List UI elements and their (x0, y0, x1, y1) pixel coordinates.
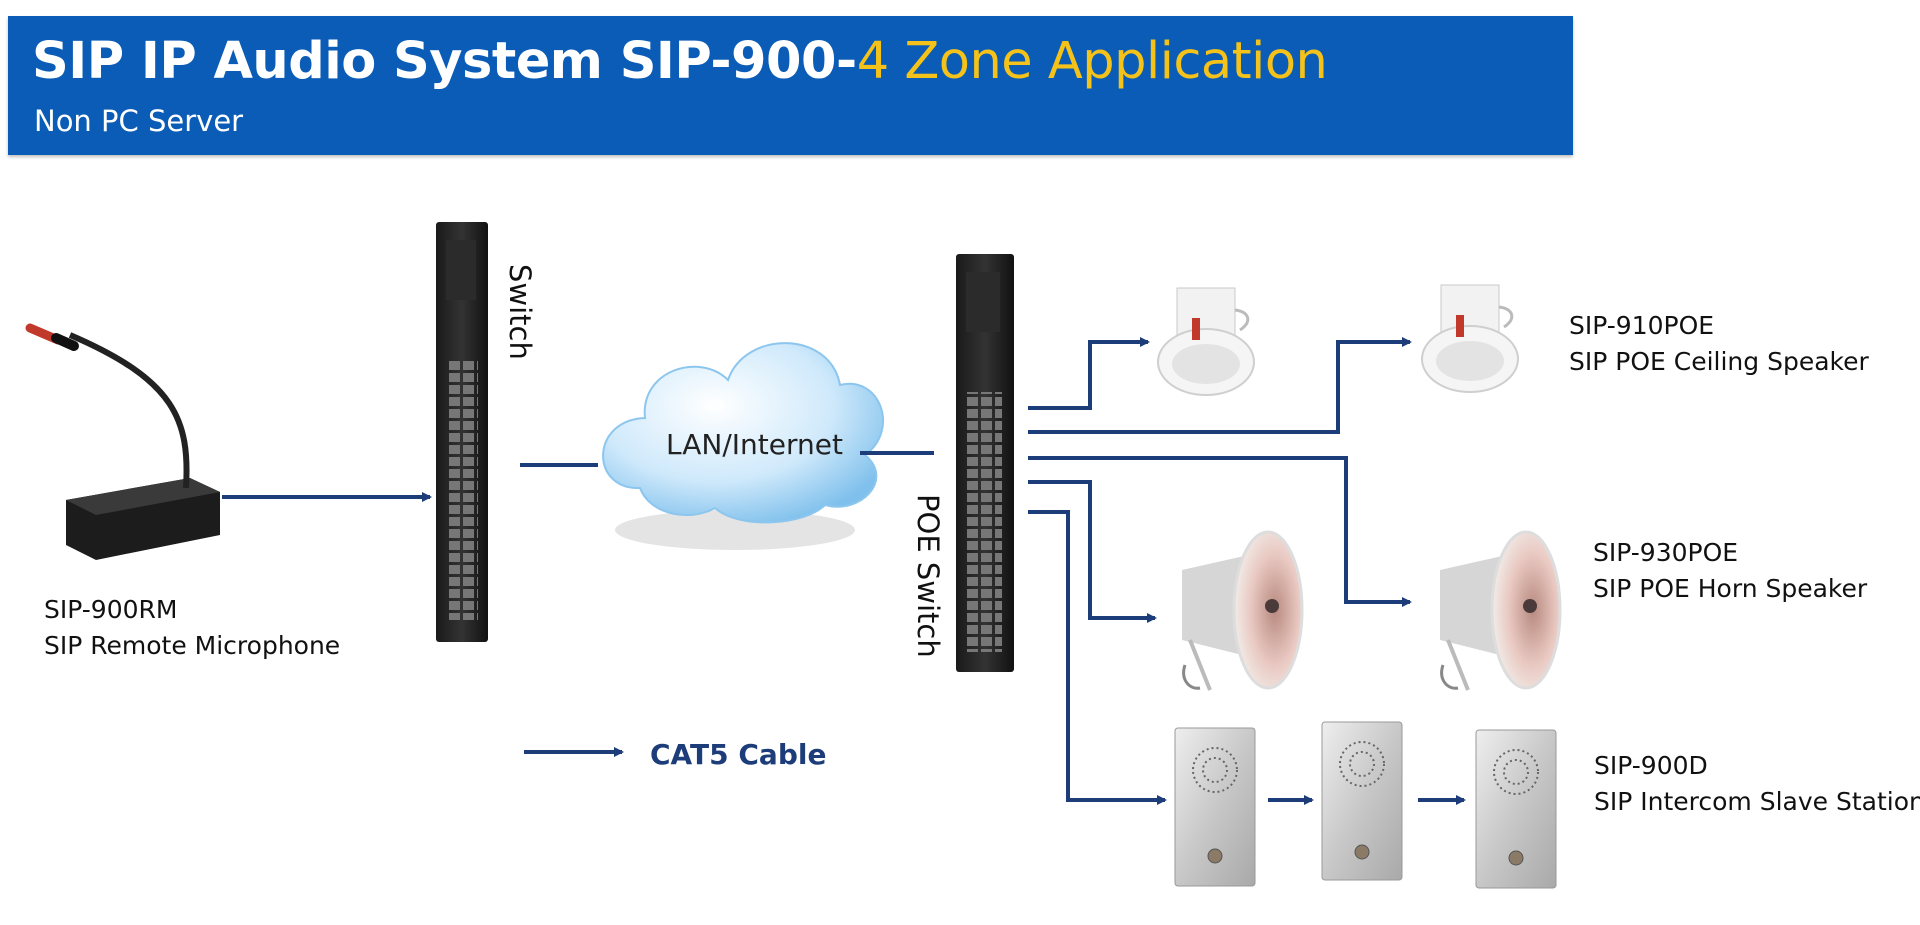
intercom-label: SIP-900D SIP Intercom Slave Station (1594, 748, 1920, 820)
ceiling-speaker-icon (1421, 284, 1519, 393)
intercom-model: SIP-900D (1594, 751, 1708, 780)
network-switch-icon (436, 222, 488, 642)
page-title: SIP IP Audio System SIP-900-4 Zone Appli… (32, 32, 1328, 91)
horn-speaker-icon (1440, 530, 1562, 691)
switch-label: Switch (503, 264, 537, 360)
poe-switch-icon (956, 254, 1014, 672)
intercom-station-icon (1174, 727, 1256, 887)
mic-desc: SIP Remote Microphone (44, 631, 341, 660)
page-subtitle: Non PC Server (34, 104, 244, 138)
intercom-station-icon (1321, 721, 1403, 881)
poe-switch-label: POE Switch (911, 494, 945, 658)
mic-label: SIP-900RM SIP Remote Microphone (44, 592, 340, 664)
lan-internet-cloud-icon (602, 342, 884, 550)
title-highlight: 4 Zone Application (856, 32, 1328, 91)
ceiling-model: SIP-910POE (1569, 311, 1715, 340)
mic-model: SIP-900RM (44, 595, 178, 624)
legend-label: CAT5 Cable (650, 738, 827, 771)
cat5-cables (222, 337, 1466, 805)
title-main: SIP IP Audio System SIP-900- (32, 32, 857, 91)
title-banner: SIP IP Audio System SIP-900-4 Zone Appli… (8, 16, 1573, 155)
remote-microphone-icon (25, 323, 220, 560)
cloud-label: LAN/Internet (666, 428, 843, 461)
horn-speaker-icon (1182, 530, 1304, 691)
intercom-desc: SIP Intercom Slave Station (1594, 787, 1920, 816)
horn-model: SIP-930POE (1593, 538, 1739, 567)
intercom-station-icon (1475, 729, 1557, 889)
horn-speaker-label: SIP-930POE SIP POE Horn Speaker (1593, 535, 1867, 607)
ceiling-speaker-label: SIP-910POE SIP POE Ceiling Speaker (1569, 308, 1869, 380)
ceiling-desc: SIP POE Ceiling Speaker (1569, 347, 1869, 376)
horn-desc: SIP POE Horn Speaker (1593, 574, 1868, 603)
ceiling-speaker-icon (1157, 287, 1255, 396)
